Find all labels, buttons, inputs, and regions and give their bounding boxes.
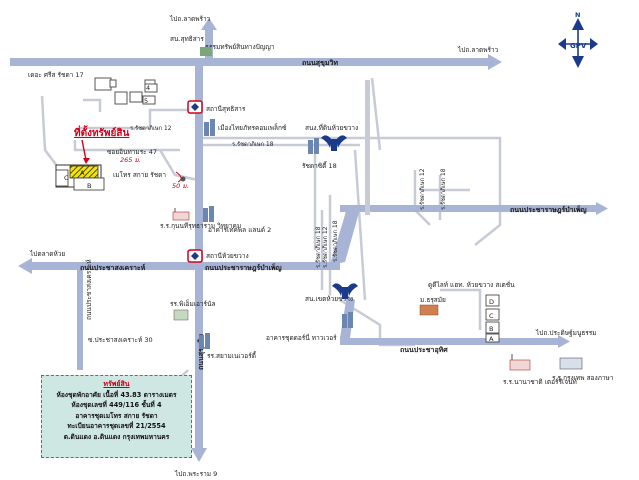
block-stack [485,294,500,343]
property-info-box: ทรัพย์สิน ห้องชุดพักอาศัย เนื้อที่ 43.83… [41,375,192,458]
label-huai-khwang-police: สนง.ที่ดินห้วยขวาง [305,123,358,132]
road-pracharat [30,262,340,270]
label-ratchada-city: รัชดาซิตี้ 18 [302,161,337,170]
info-line1: ห้องชุดพักอาศัย เนื้อที่ 43.83 ตารางเมตร [56,390,177,399]
station-sutthisan-label: สถานีสุทธิสาร [206,105,246,113]
info-title: ทรัพย์สิน [103,380,130,388]
label-num4: 4 [146,84,150,92]
block-c-label: C [489,312,494,320]
label-to-lat-phrao-top: ไปถ.ลาดพร้าว [169,15,211,23]
road-right-vertical [365,80,370,215]
info-line5: ต.ดินแดง อ.ดินแดง กรุงเทพมหานคร [63,432,170,441]
road-label-pracharat-right: ถนนประชาราษฎร์บำเพ็ญ [510,205,587,214]
property-arrow [81,139,87,161]
road-label-sukhumvit: ถนนสุขุมวิท [302,59,338,67]
compass-icon [558,18,598,68]
label-metro-ratchada: เมโทร สกาย รัชดา [113,171,166,179]
road-label-pracha-uthit: ถนนประชาอุทิศ [400,346,448,354]
small-pin-icon [180,176,186,182]
road-label-songkhro-vertical: ถนนประชาสงเคราะห์ [85,259,93,320]
label-police-huai: สน.เขตห้วยขวาง [305,295,353,303]
building-school-siam-icon [199,333,210,349]
block-b-label: B [489,325,493,333]
label-vertical-soi-2: ร.รัชดาภิเษก 12 [321,226,329,268]
label-to-rama9: ไปถ.พระราม 9 [174,470,217,478]
block-d-label: D [489,298,494,306]
mall-top-icon [200,47,212,56]
ma-tinaphat-icon [419,304,439,316]
label-to-pradit: ไปถ.ประดิษฐ์มนูธรรม [535,329,597,337]
info-line2: ห้องชุดเลขที่ 449/116 ชั้นที่ 4 [71,401,162,409]
school-krungthep-icon [559,357,583,370]
station-huai-khwang-label: สถานีห้วยขวาง [206,252,249,260]
label-duplex: ดูดีไลท์ แฮท. ห้วยขวาง สเตชั่น [428,280,515,289]
compass-gpv-label: GPV [570,42,587,50]
road-pracha-uthit [340,338,560,345]
property-label: ที่ตั้งทรัพย์สิน [74,125,129,139]
station-huai-khwang-icon [187,249,203,263]
label-school-bkk-line1: ร.ร.นานาชาติ เตอร์รีเจนท์ [503,378,577,386]
label-mueang-thai: เมืองไทยภัทรคอมเพล็กซ์ [218,123,287,132]
label-school-krungthep: ร.ร.กรุงเทพ สองภาษา [552,374,614,382]
label-ratchada-18: ร.รัชดาภิเษก 18 [232,140,274,148]
label-mall-top: ธรรมทรัพย์สินทางปัญญา [205,43,275,51]
building-mueang-thai-icon [204,119,215,136]
police-garuda-icon [332,283,358,299]
property-arrow-head [83,158,90,164]
label-ratchada-12: ร.รัชดาภิเษก 12 [130,124,172,132]
road-vertical-top [205,28,213,64]
label-soi-songkhro-30: ซ.ประชาสงเคราะห์ 30 [88,336,153,344]
label-to-thanon-market: ไปตลาดห้วย [29,250,65,258]
label-to-lat-phrao-right: ไปถ.ลาดพร้าว [457,46,499,54]
label-dist-50: 50 ม. [172,182,189,190]
label-condo-towers: อาคารชุดดอร์นี่ ทาวเวอร์ [266,333,337,342]
info-line4: ทะเบียนอาคารชุดเลขที่ 21/2554 [67,422,166,430]
label-vertical-soi-3: ร.รัชดาภิเษก 18 [331,220,339,262]
road-label-pracharat: ถนนประชาราษฎร์บำเพ็ญ [205,263,282,272]
map-block-c: C [64,174,69,182]
hospital-icon [173,309,189,321]
label-vertical-soi-5: ร.รัชดาภิเษก 18 [439,168,447,210]
building-ratchada-city-icon [308,138,319,154]
label-sutthisan-area: สน.สุทธิสาร [170,35,204,43]
building-ratchada-land-icon [203,206,214,222]
station-sutthisan-icon [187,100,203,114]
label-soi47: ซอยอินทามระ 47 [107,148,157,156]
road-label-ratchada-vertical: ถนนสุขุมวิท [197,334,205,370]
label-ma-tinaphat: ม.ธรุสมัย [420,296,446,304]
label-holiday-inn: เดอะ ศรีส รัชดา 17 [28,71,84,79]
map-block-a: A [80,169,85,177]
road-pracharat-right [340,205,598,212]
garuda-emblem-icon [321,135,347,151]
label-vertical-soi-4: ร.รัชดาภิเษก 12 [418,168,426,210]
road-songkhro-vertical [77,270,83,370]
compass-n-label: N [575,11,580,19]
label-dist-265: 265 ม. [120,156,141,164]
label-school-siam: รร.สยามเนเวอร์ดี้ [207,351,257,360]
road-sukhumvit [10,58,490,66]
school-top-icon [172,208,190,221]
label-num5: 5 [144,97,148,105]
block-a-label: A [489,335,494,343]
label-vertical-soi-1: ร.รัชดาภิเษก 18 [314,226,322,268]
property-site [55,164,105,191]
label-hospital: รร.พิเอ็มเอาร์นัล [170,299,215,308]
building-outlines [94,77,158,105]
building-condo-towers-icon [342,312,353,328]
info-line3: อาคารชุดเมโทร สกาย รัชดา [75,411,158,420]
school-bkk-icon [509,354,531,371]
label-ratchada-land: อาคารเทคพล แลนด์ 2 [208,226,271,234]
road-label-pracha-songkhro: ถนนประชาสงเคราะห์ [80,263,146,272]
map-block-b: B [87,182,91,190]
label-school-top: ร.ร.กุนนทีรุทธาราม วิทยาคม [160,222,241,230]
